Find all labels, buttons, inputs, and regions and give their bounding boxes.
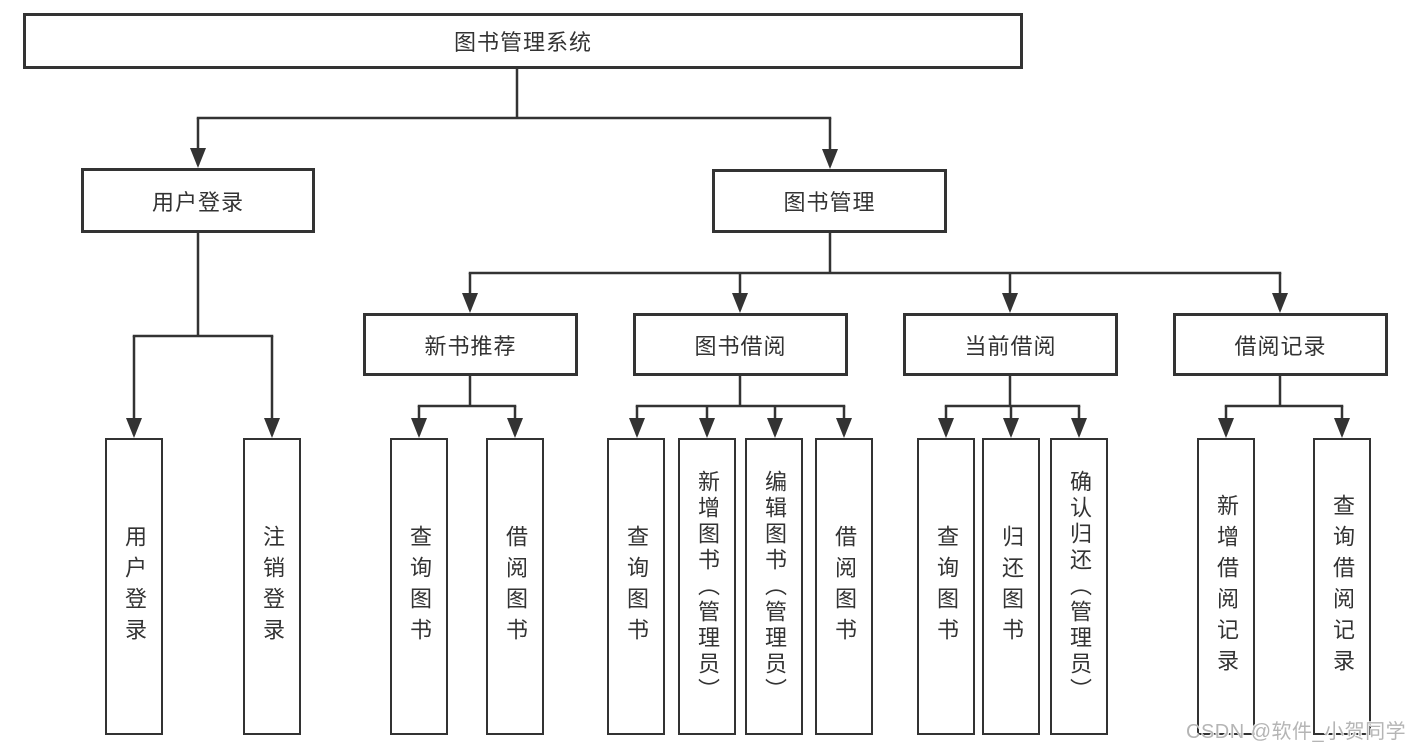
leaf-query-books-2: 查询图书 — [607, 438, 665, 735]
connector-root-to-level2 — [190, 69, 838, 169]
node-current-borrowing-label: 当前借阅 — [964, 333, 1057, 359]
leaf-add-books-admin: 新增图书（管理员） — [678, 438, 736, 735]
leaf-confirm-return-admin-label: 确认归还（管理员） — [1067, 469, 1092, 704]
node-book-borrowing: 图书借阅 — [633, 313, 848, 376]
node-root-library-management-system: 图书管理系统 — [23, 13, 1023, 69]
connector-current-borrow-to-leaves — [938, 376, 1087, 438]
connector-book-mgmt-to-level3 — [462, 233, 1288, 313]
node-new-book-recommendation-label: 新书推荐 — [424, 333, 517, 359]
leaf-add-borrow-record: 新增借阅记录 — [1197, 438, 1255, 735]
leaf-add-borrow-record-label: 新增借阅记录 — [1214, 493, 1239, 680]
leaf-query-borrow-record: 查询借阅记录 — [1313, 438, 1371, 735]
leaf-logout: 注销登录 — [243, 438, 301, 735]
connector-book-borrow-to-leaves — [629, 376, 852, 438]
leaf-return-books: 归还图书 — [982, 438, 1040, 735]
leaf-return-books-label: 归还图书 — [999, 524, 1024, 649]
leaf-borrow-books-1-label: 借阅图书 — [503, 524, 528, 649]
leaf-add-books-admin-label: 新增图书（管理员） — [695, 469, 720, 704]
node-borrowing-records-label: 借阅记录 — [1234, 333, 1327, 359]
leaf-user-login-label: 用户登录 — [122, 524, 147, 649]
leaf-query-books-1-label: 查询图书 — [407, 524, 432, 649]
leaf-query-books-3-label: 查询图书 — [934, 524, 959, 649]
leaf-edit-books-admin: 编辑图书（管理员） — [745, 438, 803, 735]
node-book-management-label: 图书管理 — [783, 190, 876, 215]
leaf-confirm-return-admin: 确认归还（管理员） — [1050, 438, 1108, 735]
connector-borrow-record-to-leaves — [1218, 376, 1350, 438]
leaf-query-books-3: 查询图书 — [917, 438, 975, 735]
leaf-query-books-1: 查询图书 — [390, 438, 448, 735]
connector-user-login-to-leaves — [126, 233, 280, 438]
node-root-label: 图书管理系统 — [453, 30, 592, 55]
node-current-borrowing: 当前借阅 — [903, 313, 1118, 376]
csdn-watermark: CSDN @软件_小贺同学 — [1186, 721, 1405, 743]
node-new-book-recommendation: 新书推荐 — [363, 313, 578, 376]
leaf-borrow-books-2-label: 借阅图书 — [832, 524, 857, 649]
leaf-user-login: 用户登录 — [105, 438, 163, 735]
node-user-login-label: 用户登录 — [151, 189, 244, 215]
connector-new-book-to-leaves — [411, 376, 523, 438]
leaf-query-borrow-record-label: 查询借阅记录 — [1330, 493, 1355, 680]
leaf-edit-books-admin-label: 编辑图书（管理员） — [762, 469, 787, 704]
leaf-borrow-books-1: 借阅图书 — [486, 438, 544, 735]
node-borrowing-records: 借阅记录 — [1173, 313, 1388, 376]
node-book-borrowing-label: 图书借阅 — [694, 333, 787, 359]
leaf-borrow-books-2: 借阅图书 — [815, 438, 873, 735]
node-book-management: 图书管理 — [712, 169, 947, 233]
leaf-logout-label: 注销登录 — [260, 524, 285, 649]
leaf-query-books-2-label: 查询图书 — [624, 524, 649, 649]
node-user-login: 用户登录 — [81, 168, 315, 233]
